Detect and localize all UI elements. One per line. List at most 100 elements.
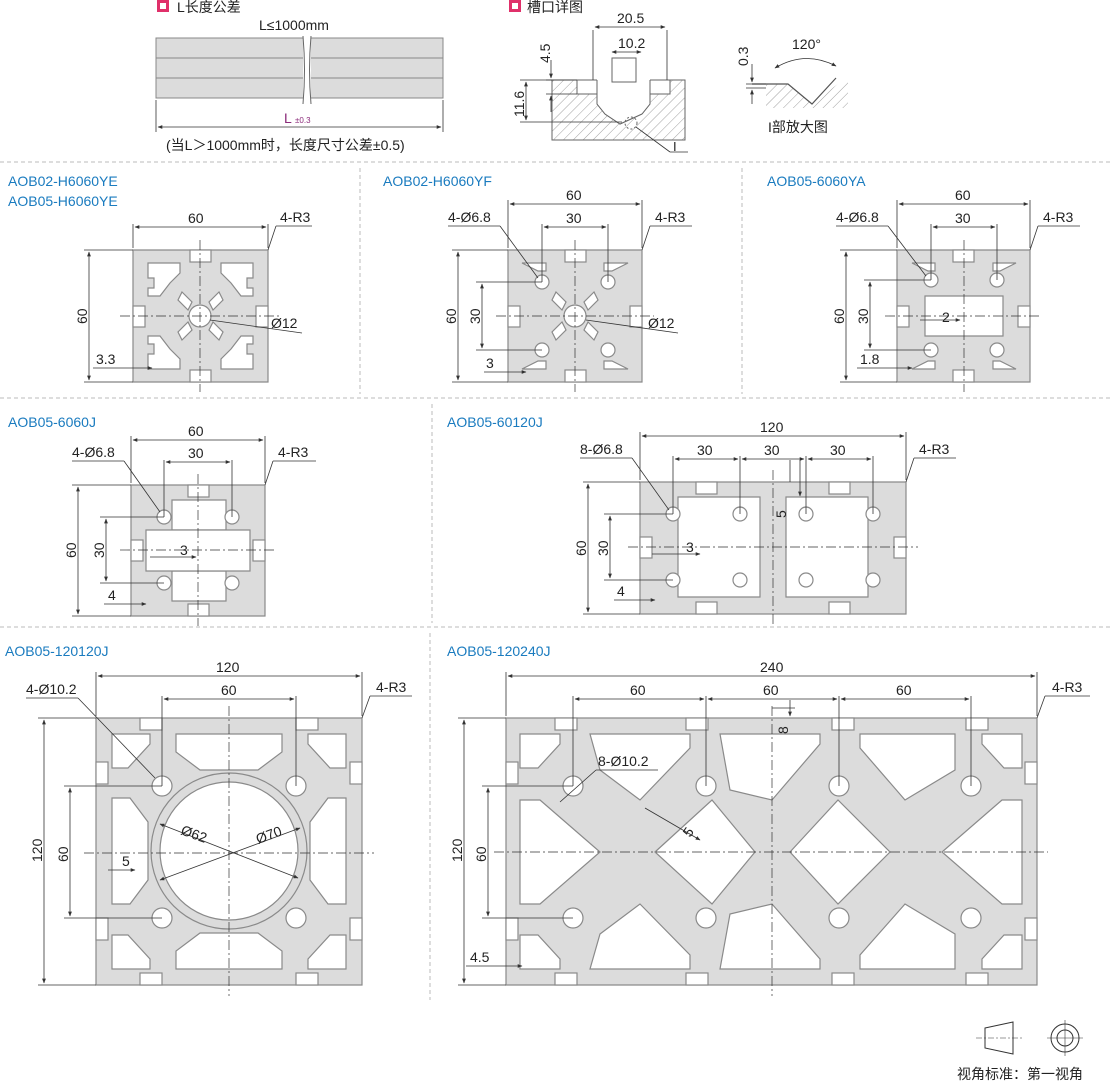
profile-title: AOB05-H6060YE bbox=[8, 193, 118, 209]
frustum-view-icon bbox=[984, 1021, 1014, 1055]
dim-corner-radius: 4-R3 bbox=[655, 209, 686, 225]
dim-holes: 4-Ø6.8 bbox=[448, 209, 491, 225]
profile-6060ya: AOB05-6060YA 60 bbox=[767, 173, 1080, 392]
dim-holes: 4-Ø10.2 bbox=[26, 681, 77, 697]
dim-height: 60 bbox=[74, 308, 90, 324]
length-tolerance-panel: L长度公差 L≤1000mm L ±0.3 (当L＞1000mm时，长度尺寸公差… bbox=[155, 0, 444, 153]
dim-10-2: 10.2 bbox=[618, 35, 645, 51]
dim-corner-radius: 4-R3 bbox=[919, 441, 950, 457]
long-length-note: (当L＞1000mm时，长度尺寸公差±0.5) bbox=[166, 137, 405, 153]
projection-symbol: 视角标准：第一视角 bbox=[957, 1020, 1083, 1082]
dim-8: 8 bbox=[775, 726, 791, 734]
dim-pitch-c: 60 bbox=[896, 682, 912, 698]
dim-corner-radius: 4-R3 bbox=[278, 444, 309, 460]
projection-label: 视角标准：第一视角 bbox=[957, 1066, 1083, 1082]
dim-hole-pitch-v: 30 bbox=[91, 542, 107, 558]
dim-width: 60 bbox=[955, 187, 971, 203]
dim-5: 5 bbox=[773, 510, 789, 518]
dim-hole-pitch: 30 bbox=[566, 210, 582, 226]
profile-title: AOB05-6060YA bbox=[767, 173, 866, 189]
dim-11-6: 11.6 bbox=[511, 91, 527, 117]
detail-ref-i: I bbox=[673, 139, 677, 154]
dim-holes: 4-Ø6.8 bbox=[836, 209, 879, 225]
slot-detail-label: 槽口详图 bbox=[527, 0, 583, 15]
length-symbol: L bbox=[284, 110, 292, 126]
dim-width: 120 bbox=[216, 659, 240, 675]
dim-hole-pitch: 30 bbox=[188, 445, 204, 461]
dim-slot-depth: 3.3 bbox=[96, 351, 116, 367]
dim-20-5: 20.5 bbox=[617, 10, 644, 26]
dim-3: 3 bbox=[686, 539, 694, 555]
profile-120120j: AOB05-120120J bbox=[5, 643, 412, 996]
circle-view-icon bbox=[1047, 1020, 1083, 1056]
profile-h6060yf: AOB02-H6060YF bbox=[383, 173, 692, 392]
dim-center-bore: Ø12 bbox=[271, 315, 298, 331]
profile-section-drawing bbox=[496, 240, 654, 392]
dim-hole-pitch-v: 30 bbox=[467, 308, 483, 324]
profile-section-drawing bbox=[120, 240, 280, 392]
profile-title: AOB02-H6060YF bbox=[383, 173, 492, 189]
profile-title: AOB05-120120J bbox=[5, 643, 109, 659]
dim-0-3: 0.3 bbox=[735, 46, 751, 66]
dim-corner-radius: 4-R3 bbox=[376, 679, 407, 695]
detail-i-panel: 120° 0.3 I部放大图 bbox=[735, 36, 848, 135]
dim-hole-pitch-v: 30 bbox=[595, 540, 611, 556]
dim-4-5: 4.5 bbox=[537, 43, 553, 63]
dim-1-8: 1.8 bbox=[860, 351, 880, 367]
profile-section-drawing bbox=[120, 474, 276, 626]
extrusion-bar bbox=[155, 32, 444, 105]
dim-hole-pitch: 30 bbox=[955, 210, 971, 226]
dim-pitch-b: 30 bbox=[764, 442, 780, 458]
detail-i-caption: I部放大图 bbox=[768, 119, 828, 135]
dim-corner-radius: 4-R3 bbox=[1043, 209, 1074, 225]
dim-pitch-b: 60 bbox=[763, 682, 779, 698]
dim-center-bore: Ø12 bbox=[648, 315, 675, 331]
section-separators bbox=[0, 161, 1110, 1000]
dim-5: 5 bbox=[122, 853, 130, 869]
profile-h6060ye: AOB02-H6060YE AOB05-H6060YE bbox=[8, 173, 312, 392]
profile-title: AOB05-6060J bbox=[8, 414, 96, 430]
dim-hole-pitch-v: 30 bbox=[855, 308, 871, 324]
profile-120240j: AOB05-120240J bbox=[447, 643, 1090, 996]
profile-title: AOB05-60120J bbox=[447, 414, 543, 430]
dim-hole-pitch: 60 bbox=[221, 682, 237, 698]
dim-height: 60 bbox=[831, 308, 847, 324]
dim-4: 4 bbox=[617, 583, 625, 599]
length-tolerance-label: L长度公差 bbox=[177, 0, 241, 15]
dim-width: 60 bbox=[188, 423, 204, 439]
profile-60120j: AOB05-60120J bbox=[447, 414, 956, 625]
length-tolerance-value: ±0.3 bbox=[295, 116, 311, 125]
dim-width: 120 bbox=[760, 419, 784, 435]
dim-width: 60 bbox=[566, 187, 582, 203]
slot-detail-panel: 槽口详图 I 20.5 10.2 4.5 11.6 bbox=[509, 0, 688, 154]
dim-corner-radius: 4-R3 bbox=[1052, 679, 1083, 695]
dim-height: 120 bbox=[29, 838, 45, 862]
dim-height: 60 bbox=[573, 540, 589, 556]
dim-4: 4 bbox=[108, 587, 116, 603]
max-length-text: L≤1000mm bbox=[259, 17, 329, 33]
dim-height: 120 bbox=[449, 838, 465, 862]
dim-holes: 8-Ø6.8 bbox=[580, 441, 623, 457]
dim-hole-pitch-v: 60 bbox=[55, 846, 71, 862]
dim-2: 2 bbox=[942, 309, 950, 325]
dim-height: 60 bbox=[63, 542, 79, 558]
profile-section-drawing bbox=[494, 706, 1048, 996]
dim-pitch-c: 30 bbox=[830, 442, 846, 458]
dim-4-5: 4.5 bbox=[470, 949, 490, 965]
dim-pitch-a: 60 bbox=[630, 682, 646, 698]
dim-corner-radius: 4-R3 bbox=[280, 209, 311, 225]
dim-hole-pitch-v: 60 bbox=[473, 846, 489, 862]
angle-120: 120° bbox=[792, 36, 821, 52]
dim-width: 240 bbox=[760, 659, 784, 675]
profile-6060j: AOB05-6060J 60 30 bbox=[8, 414, 316, 626]
dim-height: 60 bbox=[443, 308, 459, 324]
dim-holes: 4-Ø6.8 bbox=[72, 444, 115, 460]
profile-section-drawing bbox=[628, 470, 918, 625]
dim-width: 60 bbox=[188, 210, 204, 226]
profile-title: AOB02-H6060YE bbox=[8, 173, 118, 189]
profile-title: AOB05-120240J bbox=[447, 643, 551, 659]
dim-holes: 8-Ø10.2 bbox=[598, 753, 649, 769]
dim-slot-depth: 3 bbox=[486, 355, 494, 371]
profile-section-drawing bbox=[885, 240, 1042, 392]
